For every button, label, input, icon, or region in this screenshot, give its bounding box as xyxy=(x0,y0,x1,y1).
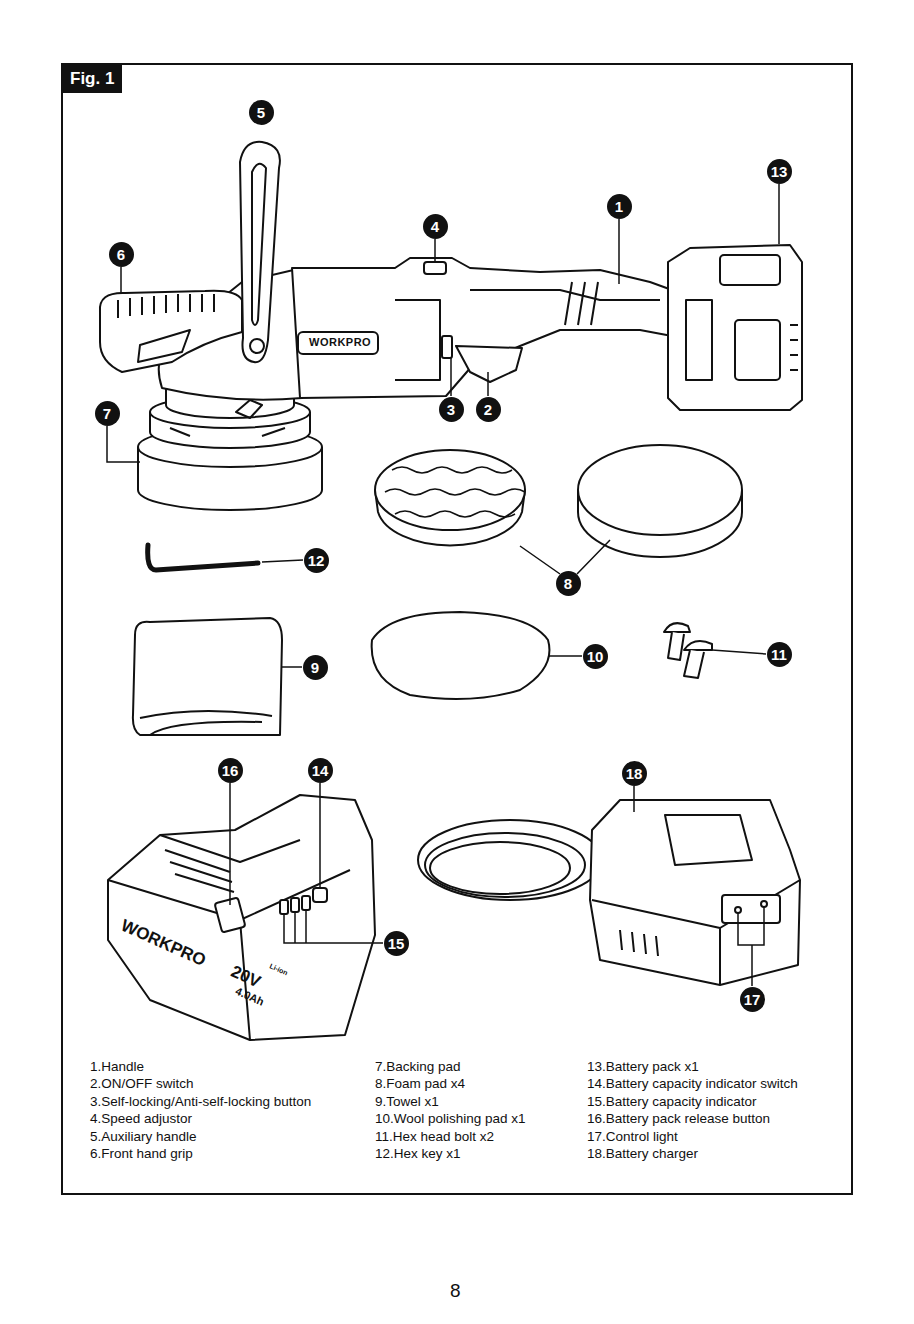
parts-list-item: 5.Auxiliary handle xyxy=(90,1130,197,1144)
battery-illustration xyxy=(108,795,375,1040)
callout-number: 16 xyxy=(218,758,243,783)
callout-number: 4 xyxy=(423,214,448,239)
parts-list-item: 2.ON/OFF switch xyxy=(90,1077,194,1091)
parts-list-item: 15.Battery capacity indicator xyxy=(587,1095,757,1109)
parts-list-item: 17.Control light xyxy=(587,1130,678,1144)
callout-number: 5 xyxy=(249,100,274,125)
parts-list-item: 6.Front hand grip xyxy=(90,1147,193,1161)
callout-number: 1 xyxy=(607,194,632,219)
parts-list-item: 1.Handle xyxy=(90,1060,144,1074)
callout-number: 17 xyxy=(740,987,765,1012)
figure-title: Fig. 1 xyxy=(62,64,122,93)
charger-illustration xyxy=(418,800,800,985)
callout-number: 10 xyxy=(583,644,608,669)
figure-frame xyxy=(62,64,852,1194)
parts-list-item: 13.Battery pack x1 xyxy=(587,1060,699,1074)
callout-number: 3 xyxy=(439,397,464,422)
parts-list-item: 16.Battery pack release button xyxy=(587,1112,770,1126)
callout-number: 14 xyxy=(308,758,333,783)
parts-list-item: 9.Towel x1 xyxy=(375,1095,439,1109)
callout-number: 8 xyxy=(556,571,581,596)
callout-number: 18 xyxy=(622,761,647,786)
leader-lines xyxy=(107,184,779,986)
callout-number: 7 xyxy=(95,401,120,426)
parts-list-item: 12.Hex key x1 xyxy=(375,1147,461,1161)
callout-number: 9 xyxy=(303,655,328,680)
parts-list-item: 3.Self-locking/Anti-self-locking button xyxy=(90,1095,311,1109)
parts-list-item: 8.Foam pad x4 xyxy=(375,1077,465,1091)
parts-list-item: 10.Wool polishing pad x1 xyxy=(375,1112,526,1126)
callout-number: 12 xyxy=(304,548,329,573)
callout-number: 11 xyxy=(767,642,792,667)
brand-logo: WORKPRO xyxy=(309,337,371,348)
callout-number: 6 xyxy=(109,242,134,267)
page-number: 8 xyxy=(450,1281,461,1300)
callout-number: 2 xyxy=(476,397,501,422)
parts-list-item: 7.Backing pad xyxy=(375,1060,461,1074)
parts-list-item: 14.Battery capacity indicator switch xyxy=(587,1077,798,1091)
callout-number: 15 xyxy=(384,931,409,956)
parts-list-item: 11.Hex head bolt x2 xyxy=(375,1130,494,1144)
pads-and-accessories xyxy=(133,445,742,735)
parts-list-item: 4.Speed adjustor xyxy=(90,1112,192,1126)
callout-number: 13 xyxy=(767,159,792,184)
parts-list-item: 18.Battery charger xyxy=(587,1147,698,1161)
